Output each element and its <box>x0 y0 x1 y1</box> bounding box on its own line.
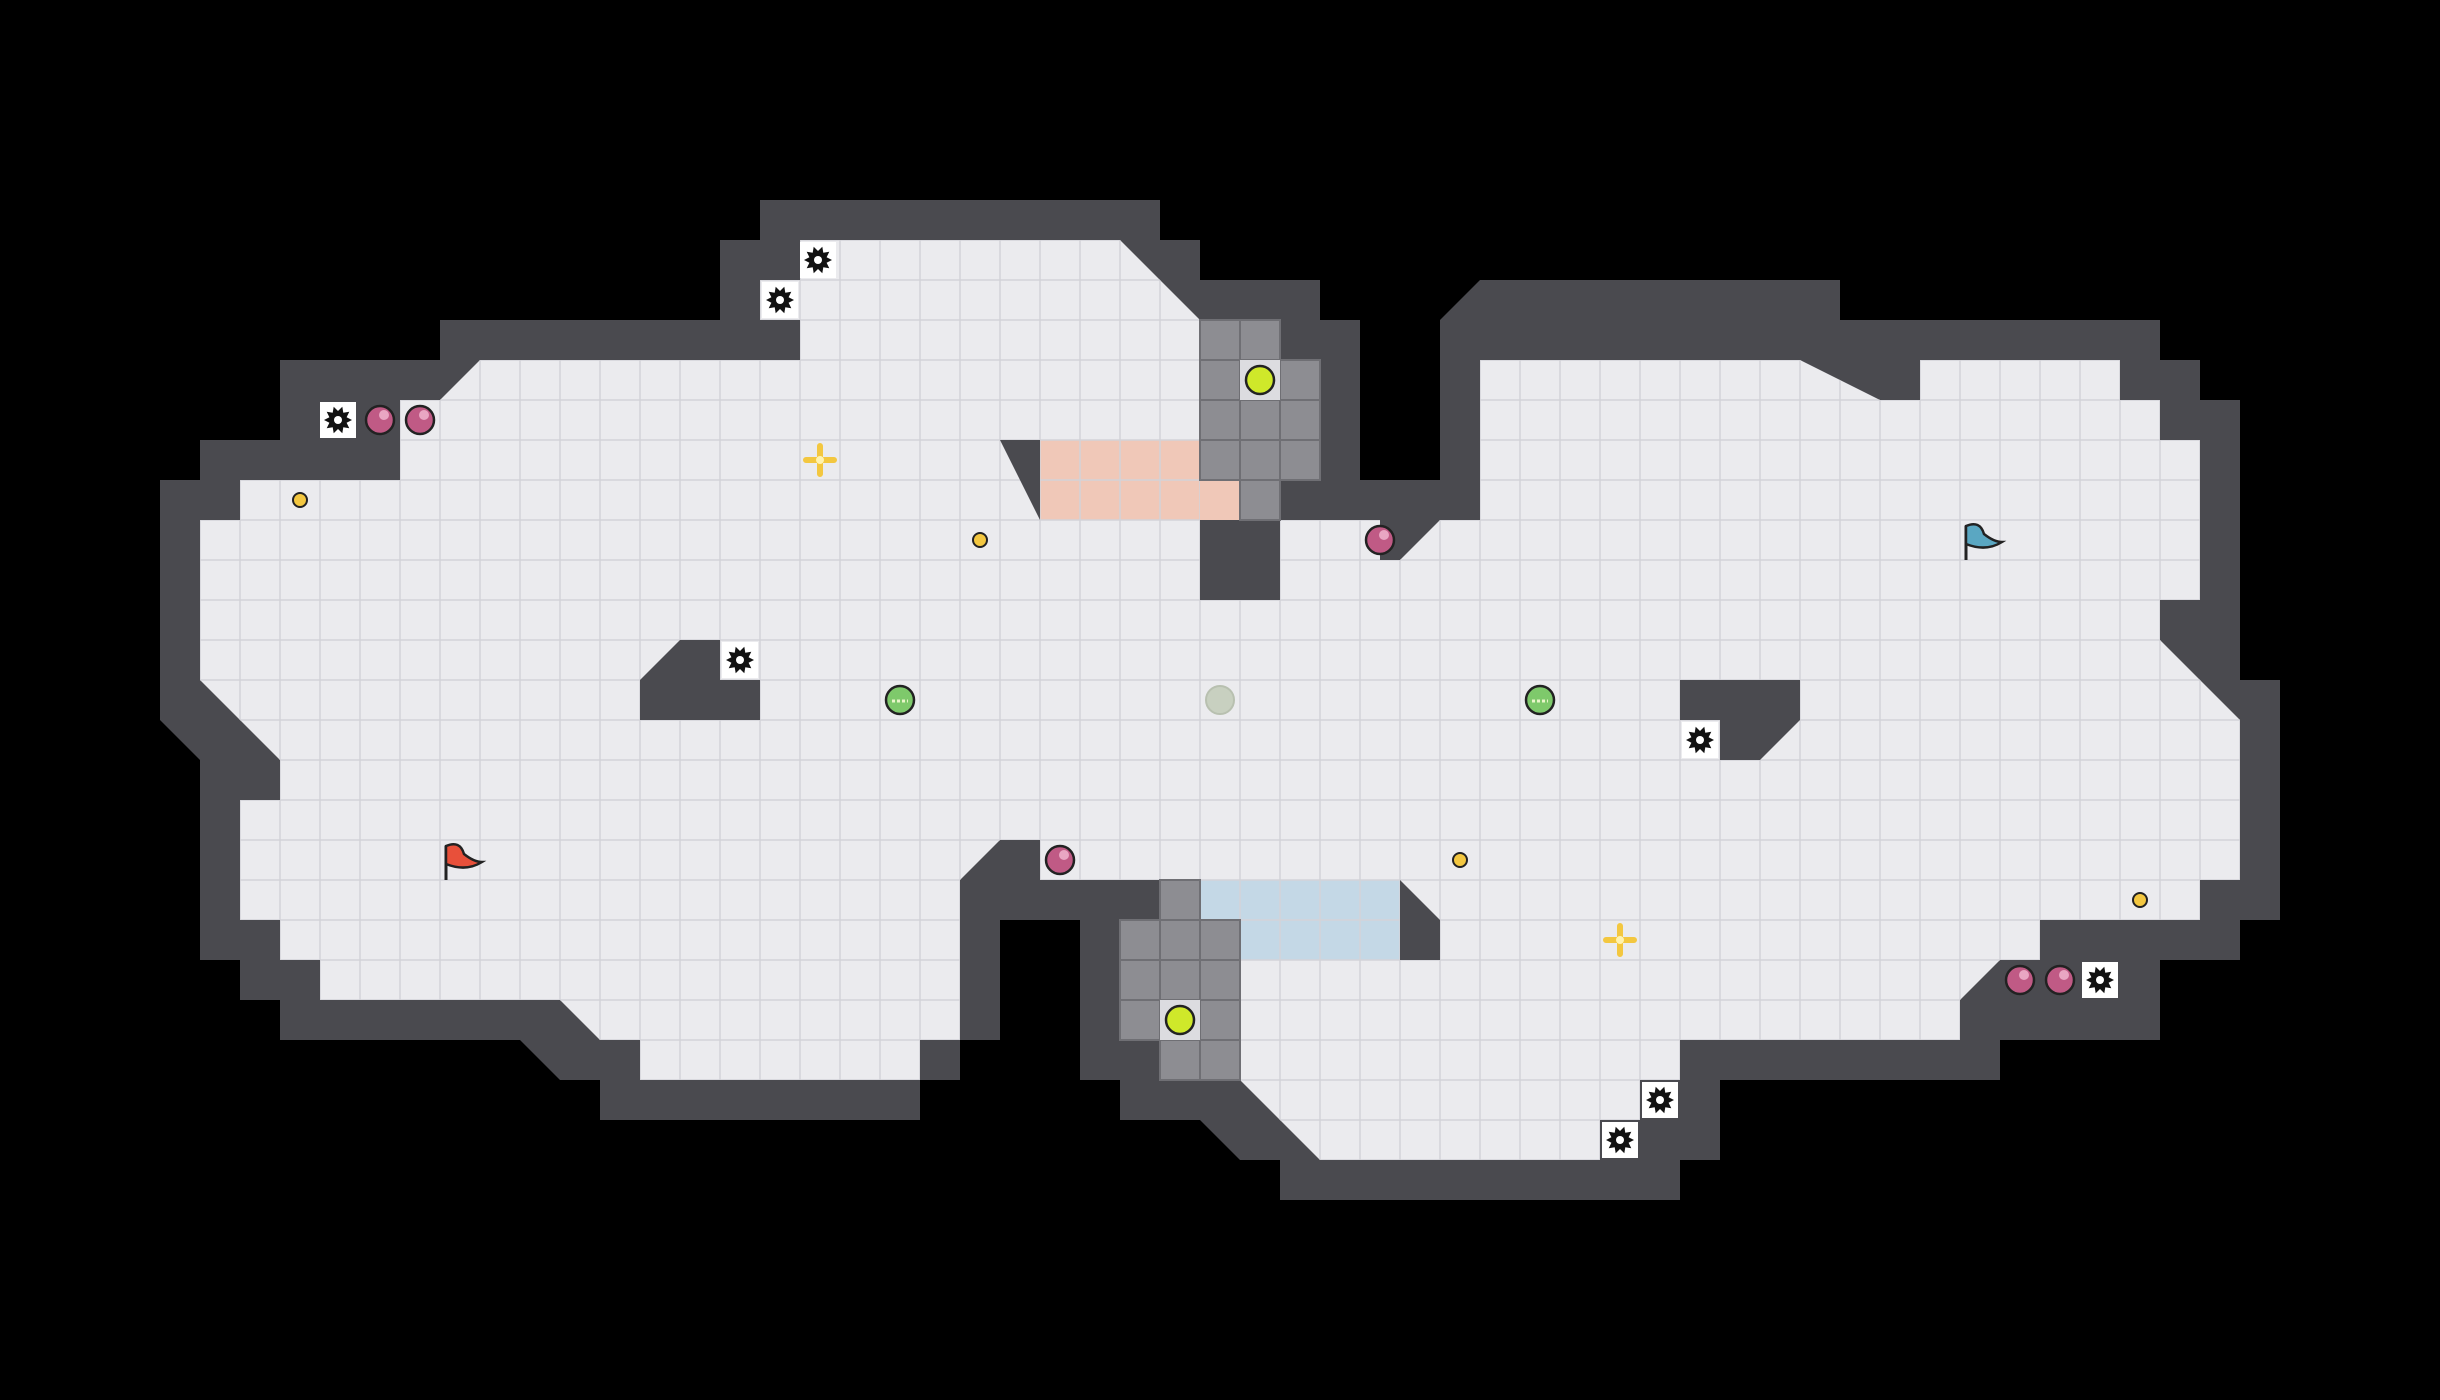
bomb-icon <box>364 404 396 436</box>
powerup-icon <box>1603 923 1637 957</box>
spike-icon <box>1642 1082 1678 1118</box>
pellet-icon <box>1452 852 1468 868</box>
gates <box>1119 319 1321 1081</box>
boost-icon <box>884 684 916 716</box>
bomb-icon <box>404 404 436 436</box>
gate-button-icon <box>1160 1000 1200 1040</box>
pellet-icon <box>972 532 988 548</box>
left-pocket-wall <box>320 440 400 480</box>
pellet-icon <box>292 492 308 508</box>
obstacle-red-ramp <box>1000 440 1040 520</box>
bomb-icon <box>2004 964 2036 996</box>
right-pocket-wall <box>2040 920 2120 960</box>
bomb-icon <box>1364 524 1396 556</box>
pellet-icon <box>2132 892 2148 908</box>
spike-icon <box>320 402 356 438</box>
powerup-icon <box>803 443 837 477</box>
red-flag-icon <box>444 843 487 880</box>
obstacle-blue-ramp <box>1400 880 1440 960</box>
blue-flag-icon <box>1964 523 2007 560</box>
spike-icon <box>2082 962 2118 998</box>
bottom-gate <box>1119 879 1241 1081</box>
spike-icon <box>1602 1122 1638 1158</box>
gate-button-icon <box>1240 360 1280 400</box>
center-portal-icon <box>1205 685 1235 715</box>
boost-icon <box>1524 684 1556 716</box>
bomb-icon <box>2044 964 2076 996</box>
spike-icon <box>762 282 798 318</box>
bomb-icon <box>1044 844 1076 876</box>
inner-obstacles <box>320 440 2120 960</box>
spike-icon <box>722 642 758 678</box>
obstacle-left <box>640 640 760 720</box>
obstacle-right <box>1680 680 1800 760</box>
spike-icon <box>800 242 836 278</box>
spike-icon <box>1682 722 1718 758</box>
entities <box>292 242 2148 1158</box>
